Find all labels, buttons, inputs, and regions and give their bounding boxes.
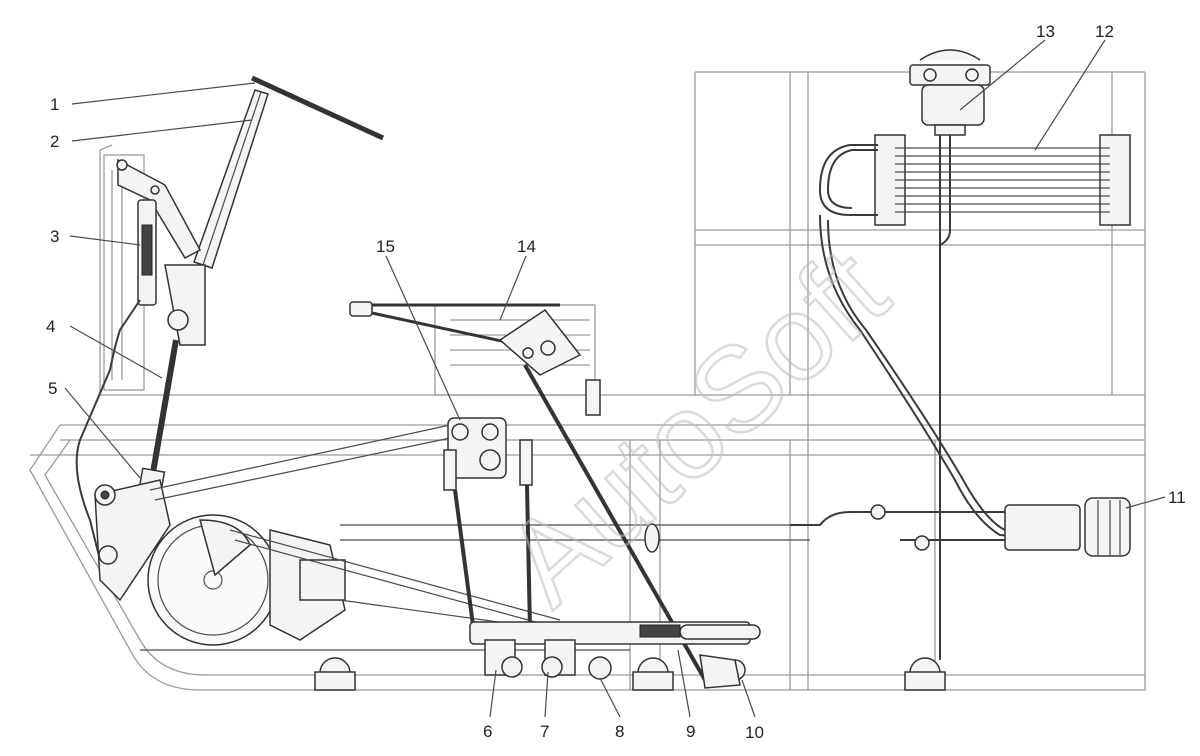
callout-2: 2 [50, 132, 59, 151]
callout-13: 13 [1036, 22, 1055, 41]
oil-cooler [874, 134, 1131, 226]
watermark: AutoSoft [480, 223, 912, 631]
steering-hydraulic-cylinder [644, 497, 1131, 557]
callout-1: 1 [50, 95, 59, 114]
callout-7: 7 [540, 722, 549, 741]
callout-14: 14 [517, 237, 536, 256]
column-support-bracket [116, 158, 202, 306]
pedal-shaft-assembly [469, 621, 761, 689]
callout-numbers: 1 2 3 4 5 6 7 8 9 10 11 12 13 14 15 [46, 22, 1186, 742]
callout-9: 9 [686, 722, 695, 741]
callout-11: 11 [1168, 488, 1186, 507]
callout-12: 12 [1095, 22, 1114, 41]
callout-4: 4 [46, 317, 55, 336]
steering-gear-box [94, 479, 171, 602]
gearbox-housing [147, 514, 346, 646]
hydraulic-pipes-right [790, 135, 1075, 660]
callout-8: 8 [615, 722, 624, 741]
callout-10: 10 [745, 723, 764, 742]
callout-leaders [64, 39, 1166, 718]
callout-5: 5 [48, 379, 57, 398]
callout-15: 15 [376, 237, 395, 256]
oil-tank [909, 49, 991, 136]
hydraulic-pipe-left [75, 299, 141, 561]
steering-wheel [250, 75, 385, 141]
hand-brake-lever [349, 301, 707, 681]
steering-column [193, 89, 269, 269]
frame-mount-supports [314, 657, 946, 691]
callout-6: 6 [483, 722, 492, 741]
pedal-linkage [443, 417, 533, 641]
callout-3: 3 [50, 227, 59, 246]
